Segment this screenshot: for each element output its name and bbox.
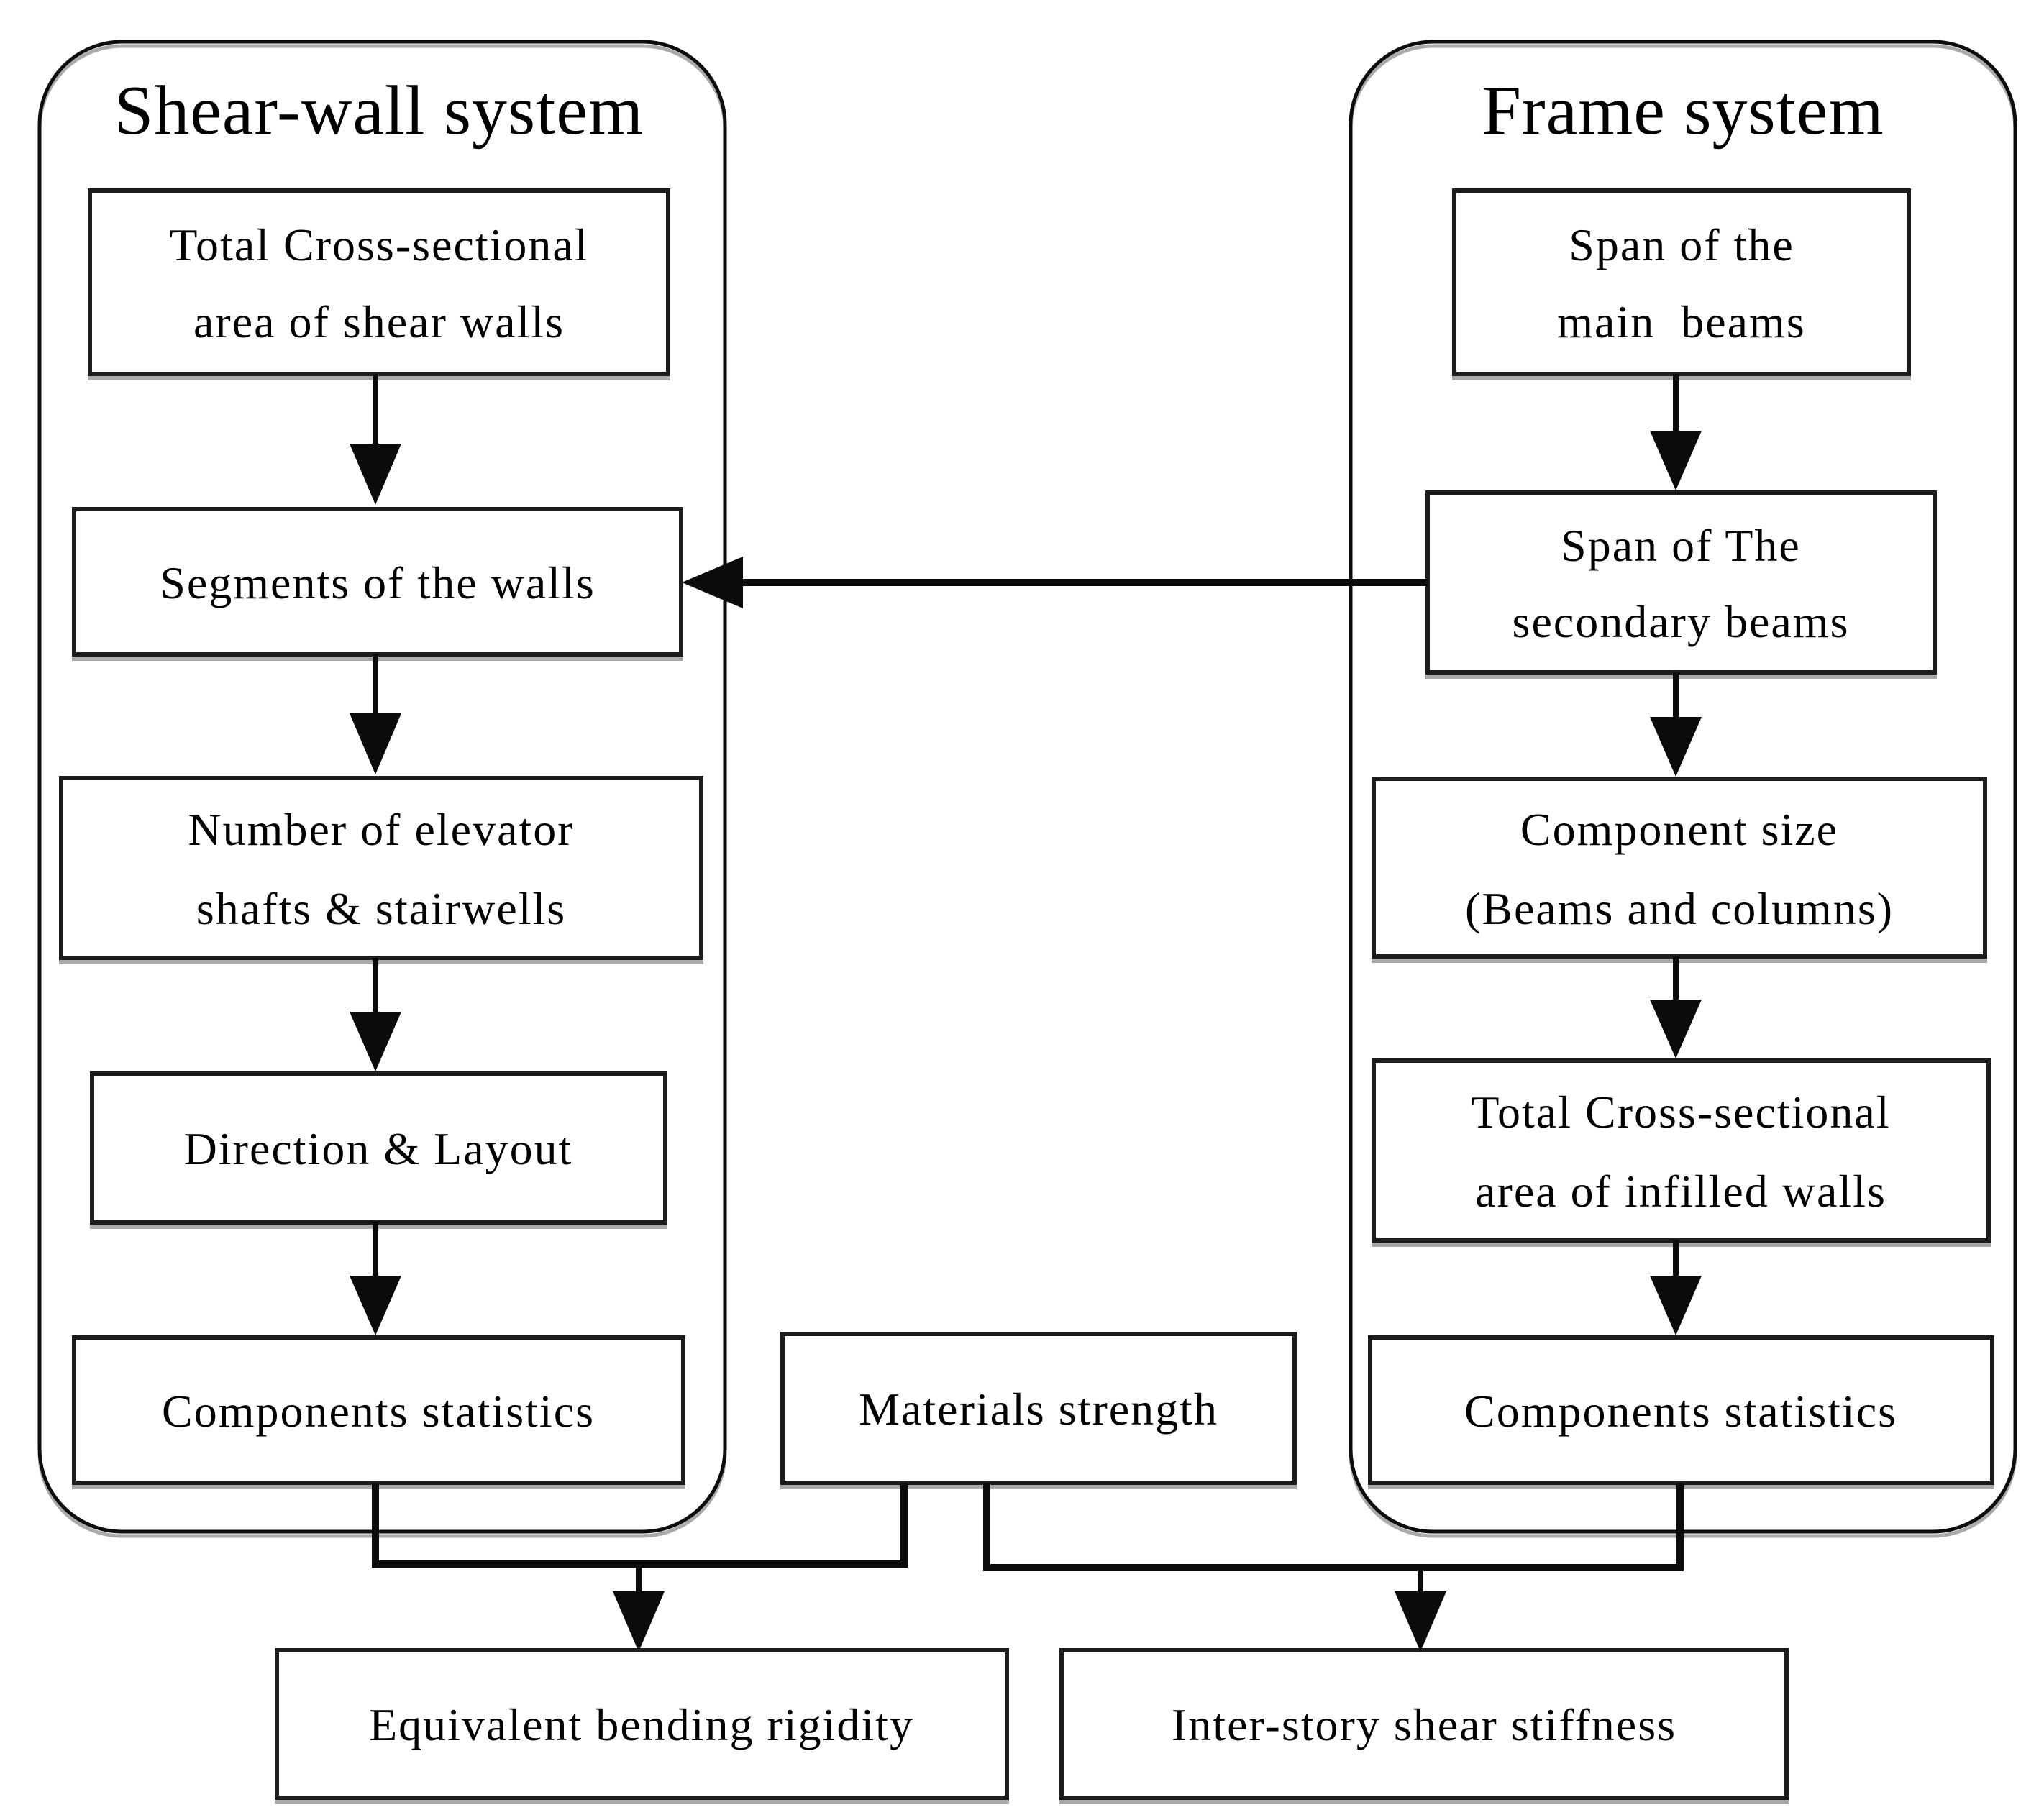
label-materials-strength: Materials strength xyxy=(859,1384,1218,1435)
arrow-secondary-beams-to-segments xyxy=(682,557,1428,608)
box-span-secondary-beams xyxy=(1425,490,1937,675)
label-component-size-2: (Beams and columns) xyxy=(1465,883,1894,934)
label-span-secondary-beams-2: secondary beams xyxy=(1513,596,1850,647)
label-inter-story-shear-stiffness: Inter-story shear stiffness xyxy=(1172,1699,1676,1750)
label-total-cross-sectional-shear-walls-1: Total Cross-sectional xyxy=(169,219,588,270)
label-span-main-beams-1: Span of the xyxy=(1569,219,1794,270)
box-number-elevator-shafts xyxy=(59,776,703,960)
left-group-title: Shear-wall system xyxy=(114,72,644,150)
label-total-cross-sectional-shear-walls-2: area of shear walls xyxy=(193,296,565,347)
label-segments-of-walls: Segments of the walls xyxy=(160,557,595,608)
box-total-cross-sectional-shear-walls xyxy=(88,188,670,376)
arrow-l4-l5-head xyxy=(350,1276,401,1335)
output-boxes xyxy=(275,1648,1789,1800)
label-number-elevator-shafts-2: shafts & stairwells xyxy=(196,883,566,934)
box-total-cross-sectional-infilled-walls xyxy=(1372,1058,1991,1243)
arrow-r3-r4-head xyxy=(1650,1000,1702,1058)
right-boxes xyxy=(1368,188,1994,1485)
arrow-cross-head xyxy=(682,557,743,608)
box-inter-story-shear-stiffness xyxy=(1059,1648,1789,1800)
box-materials-strength xyxy=(780,1332,1297,1485)
box-direction-layout xyxy=(90,1071,667,1225)
label-total-cross-sectional-infilled-1: Total Cross-sectional xyxy=(1471,1087,1890,1138)
label-span-main-beams-2: main beams xyxy=(1557,296,1805,347)
arrow-r1-r2-head xyxy=(1650,431,1702,490)
right-junction xyxy=(983,1483,1684,1652)
label-direction-layout: Direction & Layout xyxy=(184,1123,573,1174)
arrow-l3-l4-head xyxy=(350,1012,401,1071)
right-column-arrows xyxy=(1650,374,1702,1335)
label-span-secondary-beams-1: Span of The xyxy=(1561,520,1801,571)
left-junction-path xyxy=(372,1483,908,1568)
left-column-arrows xyxy=(350,374,401,1335)
shear-wall-system-container xyxy=(37,40,727,1534)
arrow-to-bending-rigidity-head xyxy=(613,1591,665,1652)
right-group-title: Frame system xyxy=(1482,72,1884,150)
label-total-cross-sectional-infilled-2: area of infilled walls xyxy=(1475,1166,1886,1217)
right-junction-path xyxy=(983,1483,1684,1571)
label-components-statistics-left: Components statistics xyxy=(162,1386,595,1437)
label-components-statistics-right: Components statistics xyxy=(1464,1386,1897,1437)
arrow-to-shear-stiffness-head xyxy=(1395,1591,1446,1652)
label-component-size-1: Component size xyxy=(1520,804,1838,855)
arrow-l1-l2-head xyxy=(350,444,401,505)
arrow-r4-r5-head xyxy=(1650,1276,1702,1335)
label-equivalent-bending-rigidity: Equivalent bending rigidity xyxy=(369,1699,914,1750)
box-component-size xyxy=(1372,777,1987,959)
label-number-elevator-shafts-1: Number of elevator xyxy=(188,804,574,855)
left-boxes xyxy=(59,188,703,1485)
box-span-main-beams xyxy=(1452,188,1911,376)
box-equivalent-bending-rigidity xyxy=(275,1648,1009,1800)
arrow-l2-l3-head xyxy=(350,713,401,774)
arrow-r2-r3-head xyxy=(1650,717,1702,777)
left-junction xyxy=(372,1483,908,1652)
box-components-statistics-left xyxy=(72,1335,685,1485)
